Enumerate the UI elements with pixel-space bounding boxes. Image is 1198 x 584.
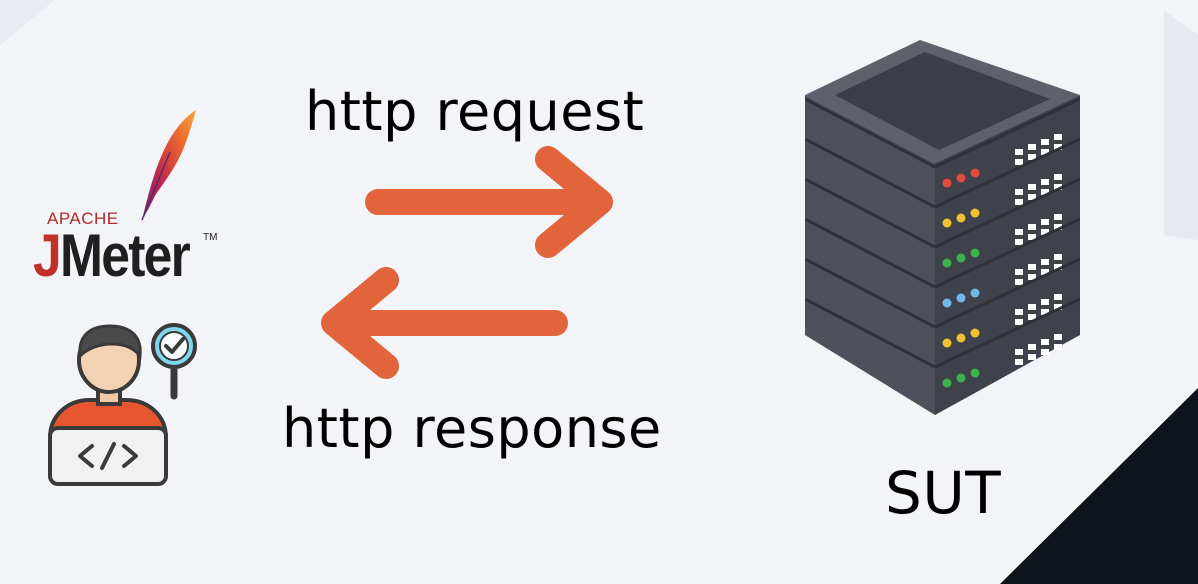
server-vent (1015, 159, 1023, 165)
server-led (956, 333, 966, 343)
server-vent (1028, 154, 1036, 160)
server-divider-left (805, 97, 936, 169)
server-vent (1041, 339, 1049, 345)
right-edge-decoration (1164, 10, 1198, 240)
server-vent (1015, 359, 1023, 365)
apache-feather-icon (141, 110, 196, 221)
server-led (942, 338, 952, 348)
server-vent (1054, 214, 1062, 220)
server-led (942, 258, 952, 268)
server-led (956, 213, 966, 223)
server-led (956, 253, 966, 263)
server-vent (1041, 179, 1049, 185)
server-led (970, 248, 980, 258)
server-divider-left (805, 137, 936, 209)
server-vent (1028, 194, 1036, 200)
magnifier-check-icon (151, 323, 197, 400)
top-left-decoration (0, 0, 55, 45)
server-vent (1041, 259, 1049, 265)
server-vent (1041, 219, 1049, 225)
server-vent (1028, 314, 1036, 320)
response-arrow (321, 267, 568, 379)
sut-label: SUT (885, 459, 1002, 527)
server-vent (1028, 304, 1036, 310)
server-vent (1041, 189, 1049, 195)
server-vent (1015, 239, 1023, 245)
server-vent (1054, 134, 1062, 140)
server-divider-left (805, 297, 936, 369)
server-vent (1015, 229, 1023, 235)
server-led (970, 168, 980, 178)
server-top-panel (835, 52, 1050, 150)
server-led (970, 208, 980, 218)
server-led (942, 378, 952, 388)
server-divider-right (934, 137, 1080, 209)
server-led (956, 373, 966, 383)
server-led (970, 288, 980, 298)
server-vent (1028, 344, 1036, 350)
server-divider-right (934, 297, 1080, 369)
server-vent (1041, 269, 1049, 275)
server-vent (1015, 199, 1023, 205)
server-led (942, 298, 952, 308)
server-led (956, 173, 966, 183)
server-vent (1054, 144, 1062, 150)
http-request-label: http request (305, 80, 645, 143)
bottom-right-corner-shape (1000, 388, 1198, 584)
server-left-face (805, 95, 935, 415)
server-vent (1028, 264, 1036, 270)
server-vent (1054, 264, 1062, 270)
server-vent (1054, 224, 1062, 230)
server-vent (1015, 189, 1023, 195)
server-divider-right (934, 257, 1080, 329)
server-divider-right (934, 97, 1080, 169)
server-led (956, 293, 966, 303)
server-vent (1028, 184, 1036, 190)
logo-trademark: TM (203, 232, 218, 243)
server-divider-right (934, 177, 1080, 249)
http-response-label: http response (282, 397, 662, 460)
server-rack-icon (805, 40, 1080, 415)
server-led (942, 218, 952, 228)
request-arrow (365, 146, 613, 258)
server-led (942, 178, 952, 188)
server-vent (1015, 279, 1023, 285)
developer-laptop-icon (48, 324, 168, 486)
server-divider-left (805, 257, 936, 329)
server-vent (1054, 174, 1062, 180)
server-vent (1054, 184, 1062, 190)
server-vent (1054, 344, 1062, 350)
server-vent (1028, 234, 1036, 240)
server-vent (1041, 139, 1049, 145)
server-led (970, 328, 980, 338)
logo-meter-text: Meter (59, 222, 191, 289)
server-vent (1015, 349, 1023, 355)
server-divider-right (934, 217, 1080, 289)
server-vent (1054, 294, 1062, 300)
server-vent (1041, 309, 1049, 315)
logo-jmeter-text: JMeter (33, 226, 191, 286)
server-vent (1041, 149, 1049, 155)
server-vent (1054, 304, 1062, 310)
server-vent (1041, 349, 1049, 355)
server-vent (1028, 224, 1036, 230)
logo-j-letter: J (33, 222, 62, 289)
server-vent (1041, 229, 1049, 235)
server-vent (1015, 269, 1023, 275)
server-divider-left (805, 177, 936, 249)
server-vent (1041, 299, 1049, 305)
server-vent (1015, 149, 1023, 155)
server-led (970, 368, 980, 378)
logo-apache-text: APACHE (47, 209, 119, 228)
server-divider-left (805, 217, 936, 289)
server-vent (1054, 334, 1062, 340)
server-vent (1028, 354, 1036, 360)
server-vent (1015, 319, 1023, 325)
server-vent (1028, 144, 1036, 150)
server-vent (1015, 309, 1023, 315)
server-vent (1054, 254, 1062, 260)
server-vent (1028, 274, 1036, 280)
